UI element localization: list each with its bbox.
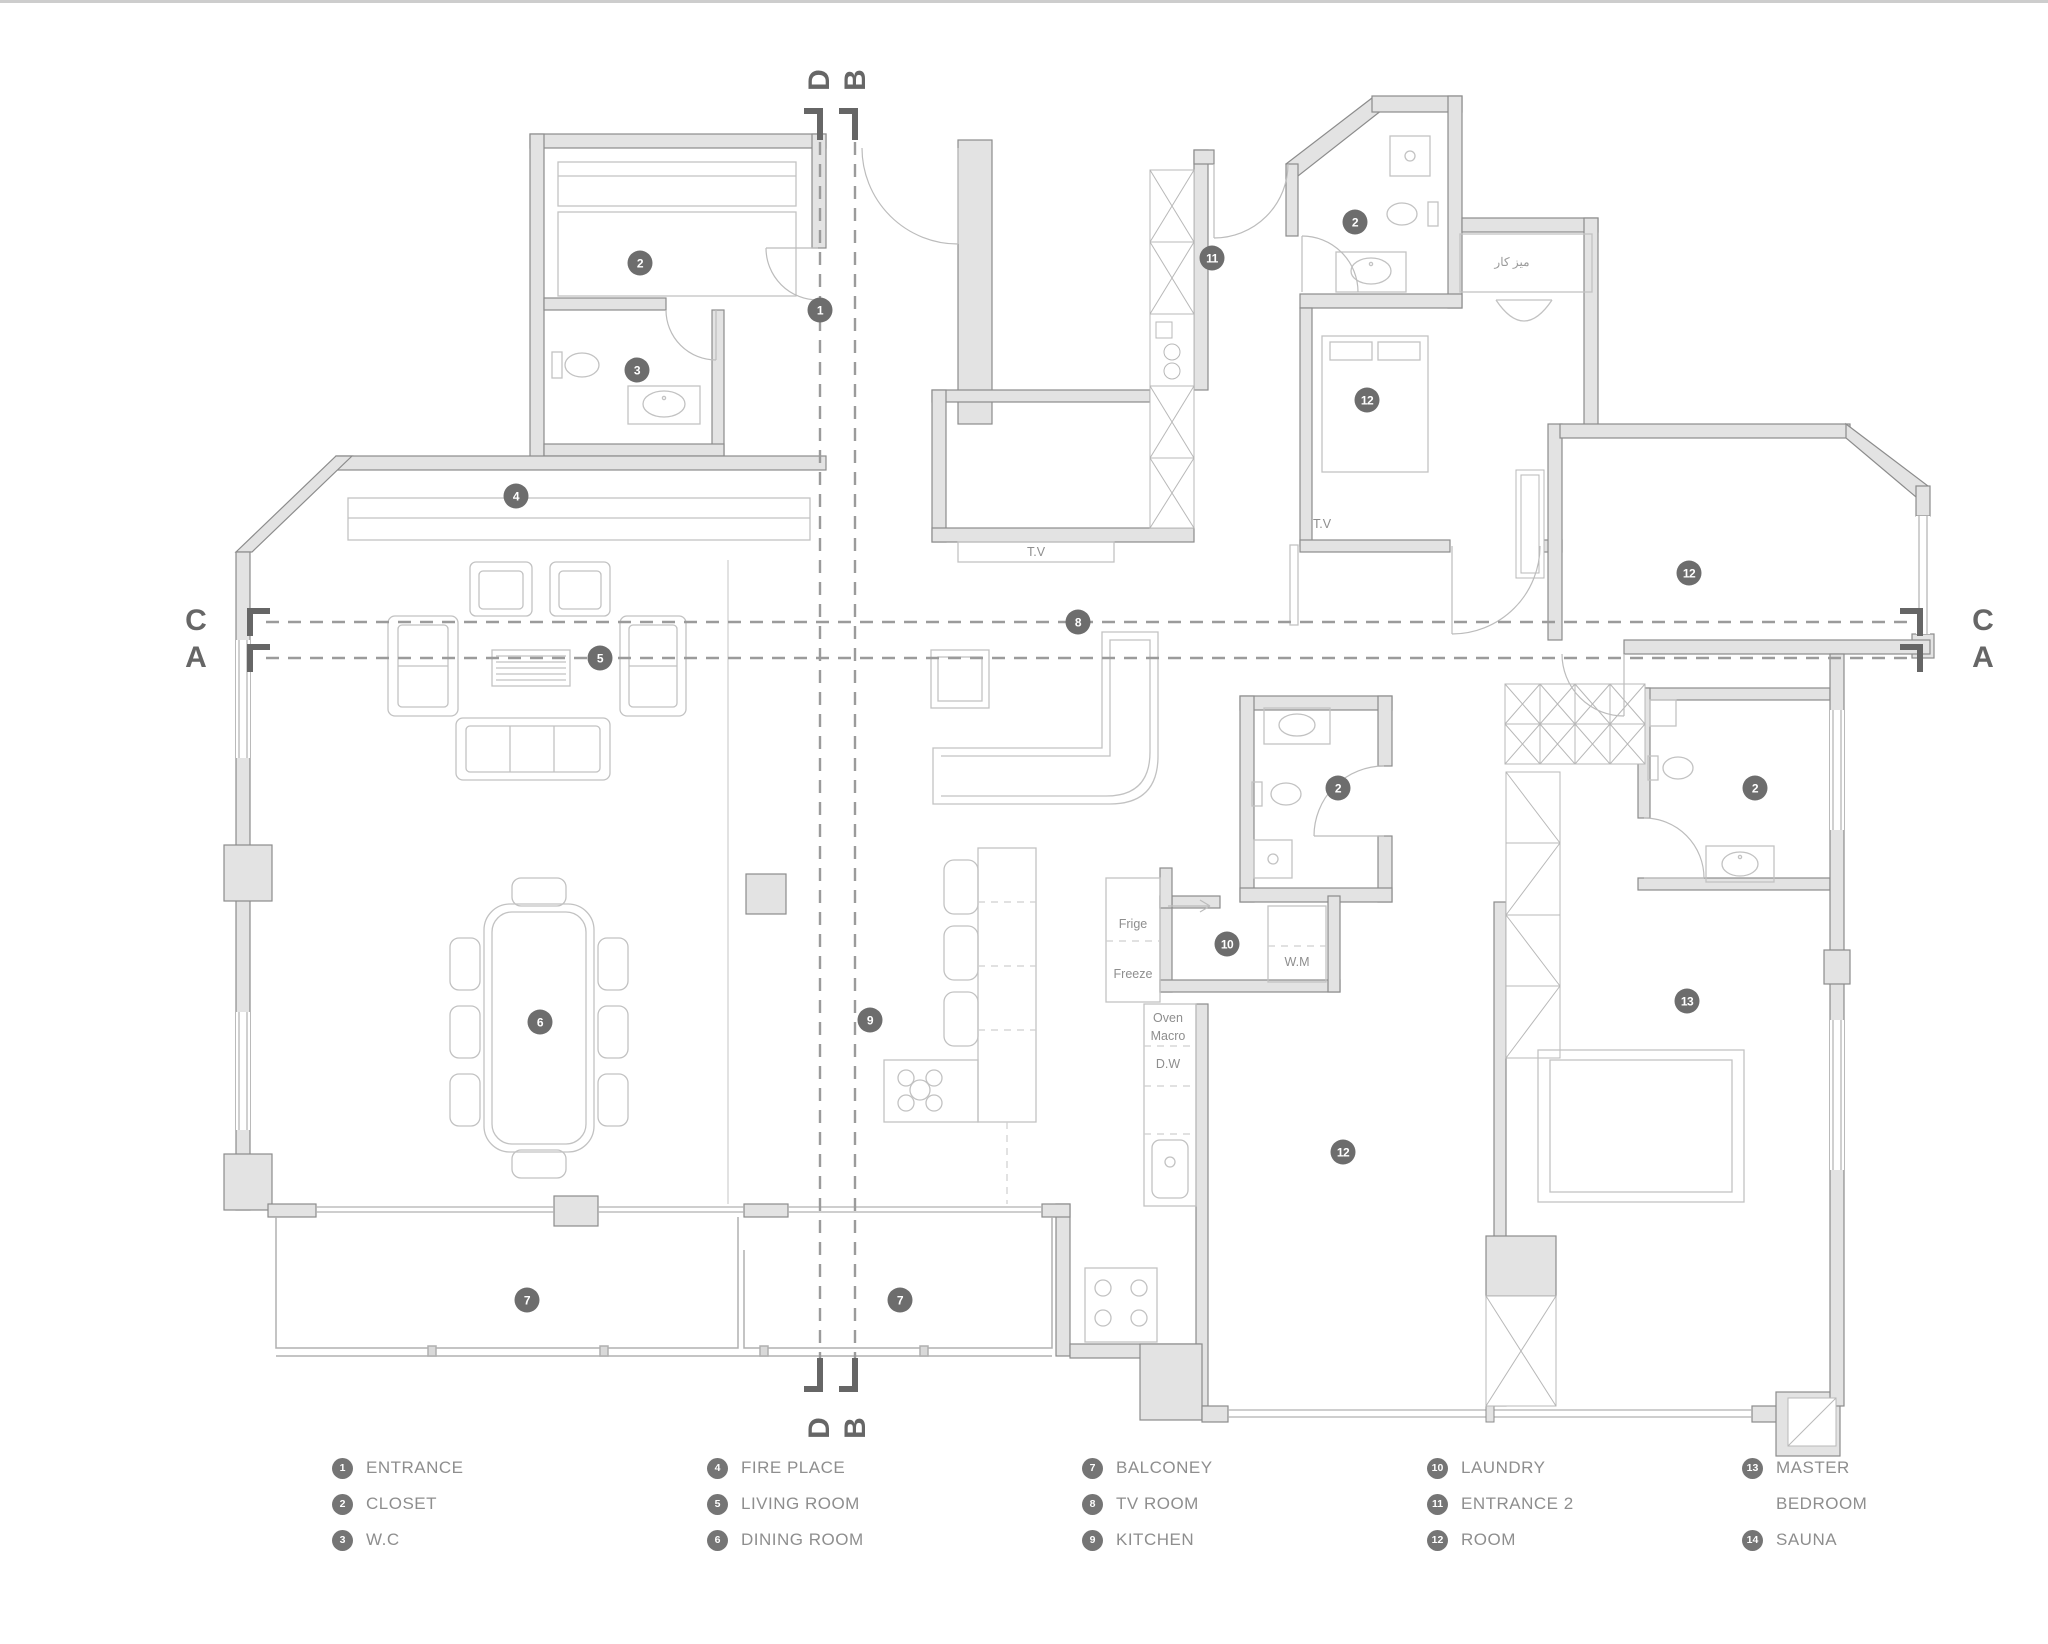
legend-badge: 14 <box>1742 1529 1763 1551</box>
legend-label: W.C <box>366 1530 400 1549</box>
legend-label: BALCONEY <box>1116 1458 1213 1477</box>
legend-badge: 3 <box>332 1529 353 1551</box>
badge-bath-master: 2 <box>1742 775 1768 801</box>
legend-label: MASTER <box>1776 1458 1850 1477</box>
legend-label: DINING ROOM <box>741 1530 864 1549</box>
badge-entrance-2: 11 <box>1199 245 1225 271</box>
legend-label: TV ROOM <box>1116 1494 1199 1513</box>
legend-badge: 10 <box>1427 1457 1448 1479</box>
legend-label: FIRE PLACE <box>741 1458 846 1477</box>
furniture <box>347 135 1775 1343</box>
badge-room-bottom: 12 <box>1330 1139 1356 1165</box>
section-ticks <box>247 108 1923 1392</box>
label-desk: میز کار <box>1494 255 1530 269</box>
badge-master-bedroom: 13 <box>1674 988 1700 1014</box>
badge-balcony-mid: 7 <box>887 1287 913 1313</box>
badge-closet-top-left: 2 <box>627 250 653 276</box>
badge-room-top-right: 12 <box>1354 387 1380 413</box>
legend-badge: 12 <box>1427 1529 1448 1551</box>
section-label-c-left: C <box>185 604 207 637</box>
legend-badge: 9 <box>1082 1529 1103 1551</box>
legend-item: 6 DINING ROOM <box>707 1528 864 1552</box>
badge-room-right: 12 <box>1676 560 1702 586</box>
badge-bath-top-right: 2 <box>1342 209 1368 235</box>
legend-item: 4 FIRE PLACE <box>707 1456 845 1480</box>
top-border <box>0 0 2048 3</box>
badge-bath-mid: 2 <box>1325 775 1351 801</box>
legend-label: ENTRANCE <box>366 1458 464 1477</box>
legend-item: 14 SAUNA <box>1742 1528 1837 1552</box>
section-label-d-bottom: D <box>803 1417 836 1439</box>
section-label-d-top: D <box>803 69 836 91</box>
label-fridge: Frige <box>1118 917 1148 931</box>
legend-label: LAUNDRY <box>1461 1458 1546 1477</box>
legend-badge: 6 <box>707 1529 728 1551</box>
legend-item: 12 ROOM <box>1427 1528 1516 1552</box>
legend-item: 9 KITCHEN <box>1082 1528 1194 1552</box>
legend-label: BEDROOM <box>1776 1494 1868 1513</box>
legend-label: ENTRANCE 2 <box>1461 1494 1574 1513</box>
legend-item: 1 ENTRANCE <box>332 1456 464 1480</box>
legend-item: 13 MASTER <box>1742 1456 1850 1480</box>
section-lines <box>266 142 1916 1388</box>
legend-label: KITCHEN <box>1116 1530 1195 1549</box>
legend-badge: 4 <box>707 1457 728 1479</box>
legend-badge: 11 <box>1427 1493 1448 1515</box>
badge-living-room: 5 <box>587 645 613 671</box>
legend-badge: 8 <box>1082 1493 1103 1515</box>
label-freezer: Freeze <box>1113 967 1153 981</box>
badge-laundry: 10 <box>1214 931 1240 957</box>
windows <box>236 516 1930 1423</box>
section-label-b-top: B <box>839 69 872 91</box>
legend-item: 2 CLOSET <box>332 1492 437 1516</box>
legend-label: CLOSET <box>366 1494 438 1513</box>
legend-badge: 7 <box>1082 1457 1103 1479</box>
cabinet-dividers <box>978 901 1326 1204</box>
legend-label: ROOM <box>1461 1530 1516 1549</box>
section-label-b-bottom: B <box>839 1417 872 1439</box>
legend-item: 3 W.C <box>332 1528 400 1552</box>
label-washing-machine: W.M <box>1284 955 1310 969</box>
legend-badge: 1 <box>332 1457 353 1479</box>
legend-item: 8 TV ROOM <box>1082 1492 1199 1516</box>
label-dishwasher: D.W <box>1155 1057 1181 1071</box>
legend-item: BEDROOM <box>1742 1492 1867 1516</box>
legend-item: 10 LAUNDRY <box>1427 1456 1545 1480</box>
badge-fireplace: 4 <box>503 483 529 509</box>
legend-item: 5 LIVING ROOM <box>707 1492 860 1516</box>
label-tv-room-right: T.V <box>1312 517 1332 531</box>
badge-dining-room: 6 <box>527 1009 553 1035</box>
legend-badge: 5 <box>707 1493 728 1515</box>
legend-label: SAUNA <box>1776 1530 1838 1549</box>
badge-entrance: 1 <box>807 297 833 323</box>
legend-badge: 2 <box>332 1493 353 1515</box>
label-tv-niche: T.V <box>1026 545 1046 559</box>
label-oven-line1: Oven <box>1153 1011 1183 1025</box>
badge-balcony-left: 7 <box>514 1287 540 1313</box>
section-label-a-right: A <box>1972 641 1994 674</box>
section-label-c-right: C <box>1972 604 1994 637</box>
section-label-a-left: A <box>185 641 207 674</box>
badge-wc: 3 <box>624 357 650 383</box>
badge-tv-room: 8 <box>1065 609 1091 635</box>
badge-kitchen: 9 <box>857 1007 883 1033</box>
legend-badge: 13 <box>1742 1457 1763 1479</box>
label-oven-line2: Macro <box>1150 1029 1186 1043</box>
legend-label: LIVING ROOM <box>741 1494 860 1513</box>
walls <box>223 95 1935 1457</box>
balcony-outline <box>275 1217 1053 1357</box>
legend-item: 11 ENTRANCE 2 <box>1427 1492 1574 1516</box>
legend-item: 7 BALCONEY <box>1082 1456 1213 1480</box>
